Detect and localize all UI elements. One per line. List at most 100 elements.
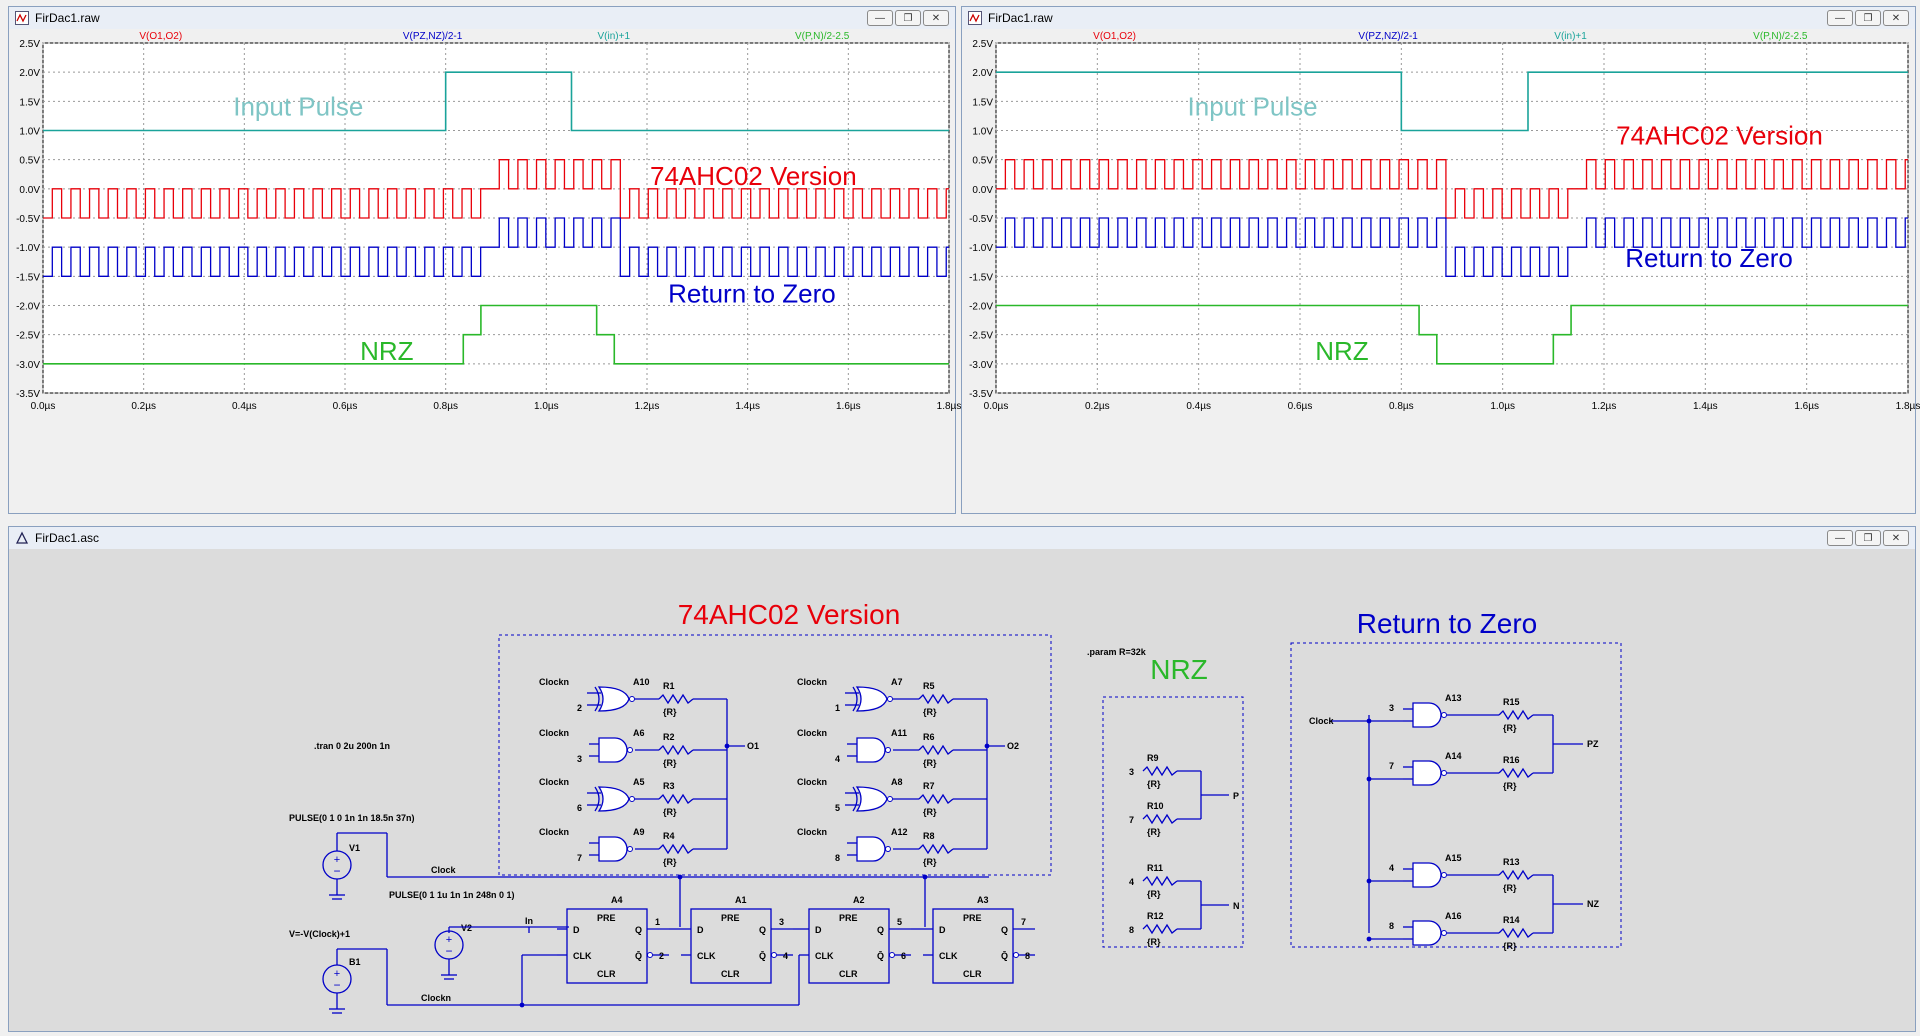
minimize-button[interactable]: — — [1827, 10, 1853, 26]
resistor-icon — [658, 744, 694, 756]
annotation-input-pulse: Input Pulse — [233, 91, 363, 121]
pin-label: Q — [759, 925, 766, 935]
gate-name: A11 — [891, 728, 907, 738]
x-tick-label: 1.4µs — [735, 401, 760, 412]
param-directive: .param R=32k — [1087, 647, 1147, 657]
waveform-app-icon — [15, 11, 29, 25]
resistor-value: {R} — [1503, 781, 1517, 791]
minimize-button[interactable]: — — [1827, 530, 1853, 546]
gate-icon — [597, 786, 630, 812]
gate-clock-label: Clockn — [797, 728, 827, 738]
inverter-bubble — [1441, 712, 1447, 718]
pulse2-directive: PULSE(0 1 1u 1n 1n 248n 0 1) — [389, 890, 515, 900]
resistor-value: {R} — [663, 857, 677, 867]
window-titlebar[interactable]: FirDac1.raw — ❐ ✕ — [9, 7, 955, 29]
pin-label: Q̄ — [1001, 951, 1008, 961]
y-tick-label: -1.5V — [969, 272, 993, 283]
source-name: V1 — [349, 843, 360, 853]
close-button[interactable]: ✕ — [923, 10, 949, 26]
pin-label: D — [939, 925, 946, 935]
resistor-icon — [1142, 875, 1178, 887]
annotation-rtz: Return to Zero — [1625, 243, 1793, 273]
gate-name: A5 — [633, 777, 645, 787]
rtz-box — [1290, 642, 1622, 948]
ahc-title: 74AHC02 Version — [678, 599, 901, 630]
plus-sign: + — [446, 934, 452, 946]
restore-button[interactable]: ❐ — [895, 10, 921, 26]
junction-dot — [1366, 878, 1372, 884]
clock-net-label: Clock — [1309, 716, 1335, 726]
source-name: B1 — [349, 957, 361, 967]
resistor-icon — [1498, 927, 1534, 939]
waveform-app-icon — [968, 11, 982, 25]
resistor-icon — [658, 843, 694, 855]
x-tick-label: 1.8µs — [937, 401, 962, 412]
resistor-value: {R} — [923, 857, 937, 867]
y-tick-label: 0.5V — [19, 156, 40, 167]
gate-name: A8 — [891, 777, 903, 787]
close-button[interactable]: ✕ — [1883, 530, 1909, 546]
resistor-value: {R} — [923, 758, 937, 768]
gate-input-label: 2 — [577, 703, 582, 713]
window-titlebar[interactable]: FirDac1.raw — ❐ ✕ — [962, 7, 1915, 29]
resistor-icon — [1498, 767, 1534, 779]
window-titlebar[interactable]: FirDac1.asc — ❐ ✕ — [9, 527, 1915, 549]
resistor-name: R3 — [663, 781, 675, 791]
trace-legend-label: V(O1,O2) — [139, 31, 182, 42]
schematic-app-icon — [15, 531, 29, 544]
gate-icon — [597, 686, 630, 712]
restore-button[interactable]: ❐ — [1855, 10, 1881, 26]
y-tick-label: -3.0V — [16, 360, 40, 371]
ahc-box — [498, 634, 1052, 876]
resistor-value: {R} — [1147, 889, 1161, 899]
resistor-value: {R} — [1147, 827, 1161, 837]
qn-net-label: 2 — [659, 951, 664, 961]
nrz-input-label: 4 — [1129, 877, 1134, 887]
bsrc-directive: V=-V(Clock)+1 — [289, 929, 350, 939]
x-tick-label: 0.8µs — [1389, 401, 1414, 412]
close-button[interactable]: ✕ — [1883, 10, 1909, 26]
flipflop-icon — [690, 908, 772, 984]
resistor-name: R16 — [1503, 755, 1520, 765]
x-tick-label: 1.0µs — [534, 401, 559, 412]
junction-dot — [1366, 718, 1372, 724]
trace-legend-label: V(PZ,NZ)/2-1 — [1358, 31, 1418, 42]
trace-legend-label: V(P,N)/2-2.5 — [1753, 31, 1808, 42]
resistor-value: {R} — [1147, 937, 1161, 947]
waveform-plot[interactable]: 2.5V2.0V1.5V1.0V0.5V0.0V-0.5V-1.0V-1.5V-… — [9, 29, 961, 513]
pin-label: D — [697, 925, 704, 935]
inverter-bubble — [647, 952, 653, 958]
gate-input-label: 1 — [835, 703, 840, 713]
tran-directive: .tran 0 2u 200n 1n — [314, 741, 390, 751]
resistor-value: {R} — [663, 707, 677, 717]
y-tick-label: -3.5V — [969, 389, 993, 400]
pin-label: Q̄ — [877, 951, 884, 961]
gate-name: A7 — [891, 677, 903, 687]
restore-button[interactable]: ❐ — [1855, 530, 1881, 546]
y-tick-label: -2.0V — [16, 302, 40, 313]
net-label-p: P — [1233, 791, 1239, 801]
gate-input-label: 7 — [577, 853, 582, 863]
inverter-bubble — [629, 796, 635, 802]
y-tick-label: 2.0V — [972, 68, 993, 79]
pin-label: D — [815, 925, 822, 935]
annotation-rtz: Return to Zero — [668, 279, 836, 309]
waveform-plot[interactable]: 2.5V2.0V1.5V1.0V0.5V0.0V-0.5V-1.0V-1.5V-… — [962, 29, 1920, 513]
minimize-button[interactable]: — — [867, 10, 893, 26]
gate-input-label: 8 — [1389, 921, 1394, 931]
x-tick-label: 0.8µs — [433, 401, 458, 412]
input-pulse-trace — [43, 71, 949, 132]
gate-icon — [1412, 702, 1442, 728]
minus-sign: − — [333, 864, 340, 878]
gate-input-label: 7 — [1389, 761, 1394, 771]
x-tick-label: 1.2µs — [635, 401, 660, 412]
gate-name: A9 — [633, 827, 645, 837]
x-tick-label: 1.6µs — [836, 401, 861, 412]
resistor-name: R11 — [1147, 863, 1163, 873]
annotation-input-pulse: Input Pulse — [1188, 91, 1318, 121]
rtz-output-trace — [996, 217, 1908, 277]
flipflop-name: A4 — [611, 895, 623, 905]
